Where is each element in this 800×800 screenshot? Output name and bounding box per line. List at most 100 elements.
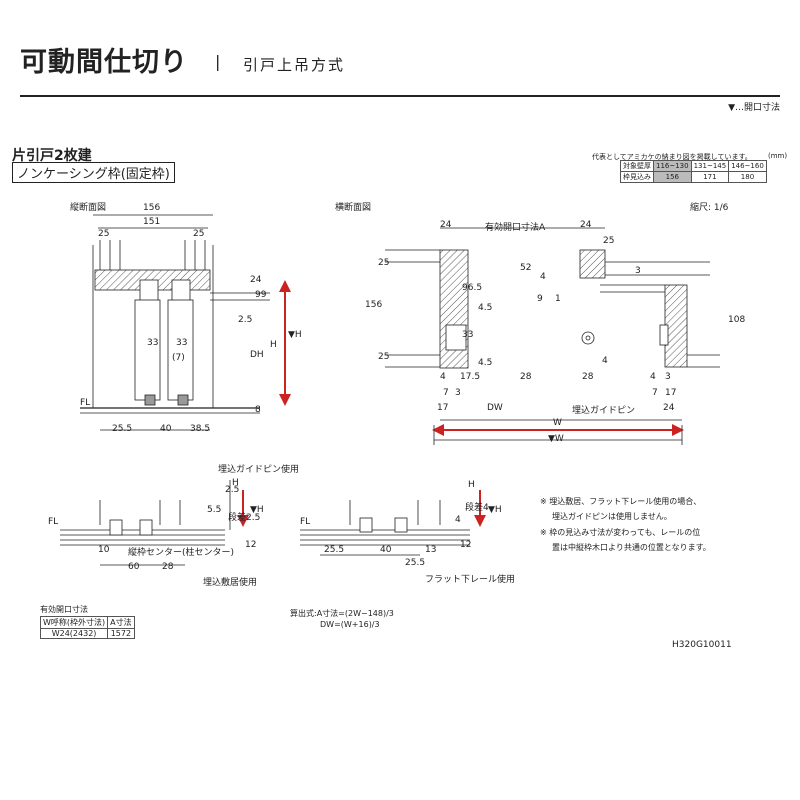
dim-label: 17 (437, 403, 449, 413)
note-line: ※ 埋込敷居、フラット下レール使用の場合、 (540, 497, 702, 506)
dim-label: 25 (98, 229, 110, 239)
table-cell: 枠見込み (620, 171, 654, 183)
dim-label: 24 (580, 220, 592, 230)
drawing-code: H320G10011 (672, 640, 732, 650)
section-title: 片引戸2枚建 (12, 148, 92, 164)
table-row: W24(2432) 1572 (39, 628, 135, 639)
dim-label: 4 (650, 372, 656, 382)
dim-label: 9 (537, 294, 543, 304)
sill-use-label: 埋込敷居使用 (203, 578, 258, 588)
page-subtitle: 引戸上吊方式 (243, 56, 346, 74)
dim-label: 28 (162, 562, 174, 572)
dim-label: ▼H (288, 330, 302, 340)
header-rule (20, 95, 780, 97)
dim-label: 33 (147, 338, 159, 348)
note-line: 置は中縦枠木口より共通の位置となります。 (552, 543, 711, 552)
dim-label: 2.5 (238, 315, 253, 325)
dim-label-a: 有効開口寸法A (485, 223, 546, 233)
table-row: 対象壁厚 116~130 131~145 146~160 (620, 160, 767, 172)
dim-label: 4.5 (478, 303, 493, 313)
table-row: W呼称(枠外寸法) A寸法 (39, 616, 135, 629)
floor-label: FL (48, 517, 59, 527)
wall-table: 対象壁厚 116~130 131~145 146~160 枠見込み 156 17… (620, 160, 767, 183)
dim-label: 12 (460, 540, 472, 550)
dim-label: 8 (255, 405, 261, 415)
section-subtitle: ノンケーシング枠(固定枠) (12, 162, 175, 183)
table-cell: 1572 (107, 628, 135, 639)
dim-label: 1 (555, 294, 561, 304)
dim-label: 4 (540, 272, 546, 282)
dim-label: 28 (582, 372, 594, 382)
dim-label: 156 (143, 203, 161, 213)
title-separator: | (215, 52, 221, 71)
dim-label: 4 (440, 372, 446, 382)
bottom-detail-right (300, 500, 470, 556)
vertical-section (80, 214, 270, 431)
legend: ▼…開口寸法 (728, 103, 780, 113)
dim-label: 10 (98, 545, 110, 555)
dim-label: H (232, 478, 239, 488)
dim-label: 3 (635, 266, 641, 276)
view-label-vertical: 縦断面図 (70, 203, 107, 213)
dim-label: 151 (143, 217, 161, 227)
scale-label: 縮尺: 1/6 (690, 203, 729, 213)
dim-label: 4 (602, 356, 608, 366)
step-label: 段差2.5 (228, 513, 261, 523)
dim-label: 60 (128, 562, 140, 572)
dim-label: DH (250, 350, 264, 360)
dim-label: 7 (652, 388, 658, 398)
formula-line: 算出式:A寸法=(2W−148)/3 (290, 609, 394, 618)
dim-label: 33 (176, 338, 188, 348)
dim-label: 156 (365, 300, 383, 310)
table-row: 枠見込み 156 171 180 (620, 171, 767, 183)
dim-label-w: W (553, 418, 562, 428)
dim-label: 25 (193, 229, 205, 239)
pin-use-label: 埋込ガイドピン使用 (218, 465, 300, 475)
top-note-unit: (mm) (768, 152, 788, 160)
effective-table: W呼称(枠外寸法) A寸法 W24(2432) 1572 (39, 616, 135, 639)
dim-label: 24 (250, 275, 262, 285)
flat-use-label: フラット下レール使用 (425, 575, 516, 585)
dim-label: 108 (728, 315, 746, 325)
dim-label: 52 (520, 263, 532, 273)
dim-label: 13 (425, 545, 437, 555)
dim-label: 25 (603, 236, 615, 246)
dim-label: 17.5 (460, 372, 481, 382)
table-header: A寸法 (107, 616, 135, 629)
dim-label-dw: DW (487, 403, 503, 413)
note-line: 埋込ガイドピンは使用しません。 (552, 512, 672, 521)
dim-label: 2.5 (225, 485, 240, 495)
dim-label: 96.5 (462, 283, 483, 293)
dim-label: 25.5 (112, 424, 133, 434)
page-title: 可動間仕切り (20, 47, 188, 78)
dim-label: 40 (160, 424, 172, 434)
dim-label: 3 (455, 388, 461, 398)
step-label: 段差4 (465, 503, 489, 513)
bottom-detail-left (60, 480, 231, 566)
table-cell: W24(2432) (39, 628, 109, 639)
dim-label: (7) (172, 353, 185, 363)
dim-label: 28 (520, 372, 532, 382)
dim-label-vw: ▼W (548, 434, 564, 444)
dim-label: 4 (455, 515, 461, 525)
dim-label: 33 (462, 330, 474, 340)
pin-label: 埋込ガイドピン (572, 406, 636, 416)
dim-label: 24 (440, 220, 452, 230)
dim-label: 5.5 (207, 505, 222, 515)
floor-label: FL (80, 398, 91, 408)
view-label-horizontal: 横断面図 (335, 203, 372, 213)
dim-label: 25.5 (324, 545, 345, 555)
table-cell: 180 (728, 171, 767, 183)
center-label: 縦枠センター(柱センター) (128, 548, 235, 558)
effective-table-caption: 有効開口寸法 (40, 605, 88, 614)
note-line: ※ 枠の見込み寸法が変わっても、レールの位 (540, 528, 701, 537)
dim-label: ▼H (250, 505, 264, 515)
dim-label: 12 (245, 540, 257, 550)
dim-label: 7 (443, 388, 449, 398)
dim-label: 4.5 (478, 358, 493, 368)
dim-label: ▼H (488, 505, 502, 515)
table-header: W呼称(枠外寸法) (39, 616, 109, 629)
dim-label: 25 (378, 352, 390, 362)
dim-label: 38.5 (190, 424, 211, 434)
